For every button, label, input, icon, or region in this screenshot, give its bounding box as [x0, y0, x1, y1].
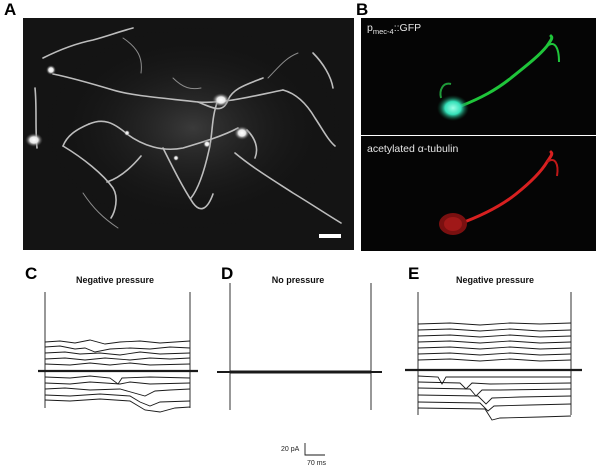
- trace-title-d: No pressure: [271, 275, 325, 285]
- neuron-culture-image: [23, 18, 354, 250]
- trace-title-e: Negative pressure: [455, 275, 535, 285]
- panel-label-d: D: [221, 264, 234, 283]
- scale-bar-traces: [304, 443, 325, 456]
- scale-current-label: 20 pA: [281, 446, 300, 453]
- tubulin-neuron-image: [361, 136, 596, 251]
- trace-title-c: Negative pressure: [75, 275, 155, 285]
- micrograph-b-tubulin: acetylated α-tubulin: [361, 136, 596, 251]
- panel-label-c: C: [25, 264, 38, 283]
- gfp-neuron-image: [361, 18, 596, 135]
- panel-label-a: A: [4, 0, 17, 19]
- panel-label-b: B: [356, 0, 369, 19]
- scale-bar-micrograph: [319, 234, 341, 238]
- micrograph-a: [23, 18, 354, 250]
- gfp-label: pmec-4::GFP: [367, 22, 422, 37]
- scale-time-label: 70 ms: [307, 460, 327, 467]
- micrograph-b-gfp: pmec-4::GFP: [361, 18, 596, 135]
- panel-label-e: E: [408, 264, 420, 283]
- tubulin-label: acetylated α-tubulin: [367, 143, 459, 155]
